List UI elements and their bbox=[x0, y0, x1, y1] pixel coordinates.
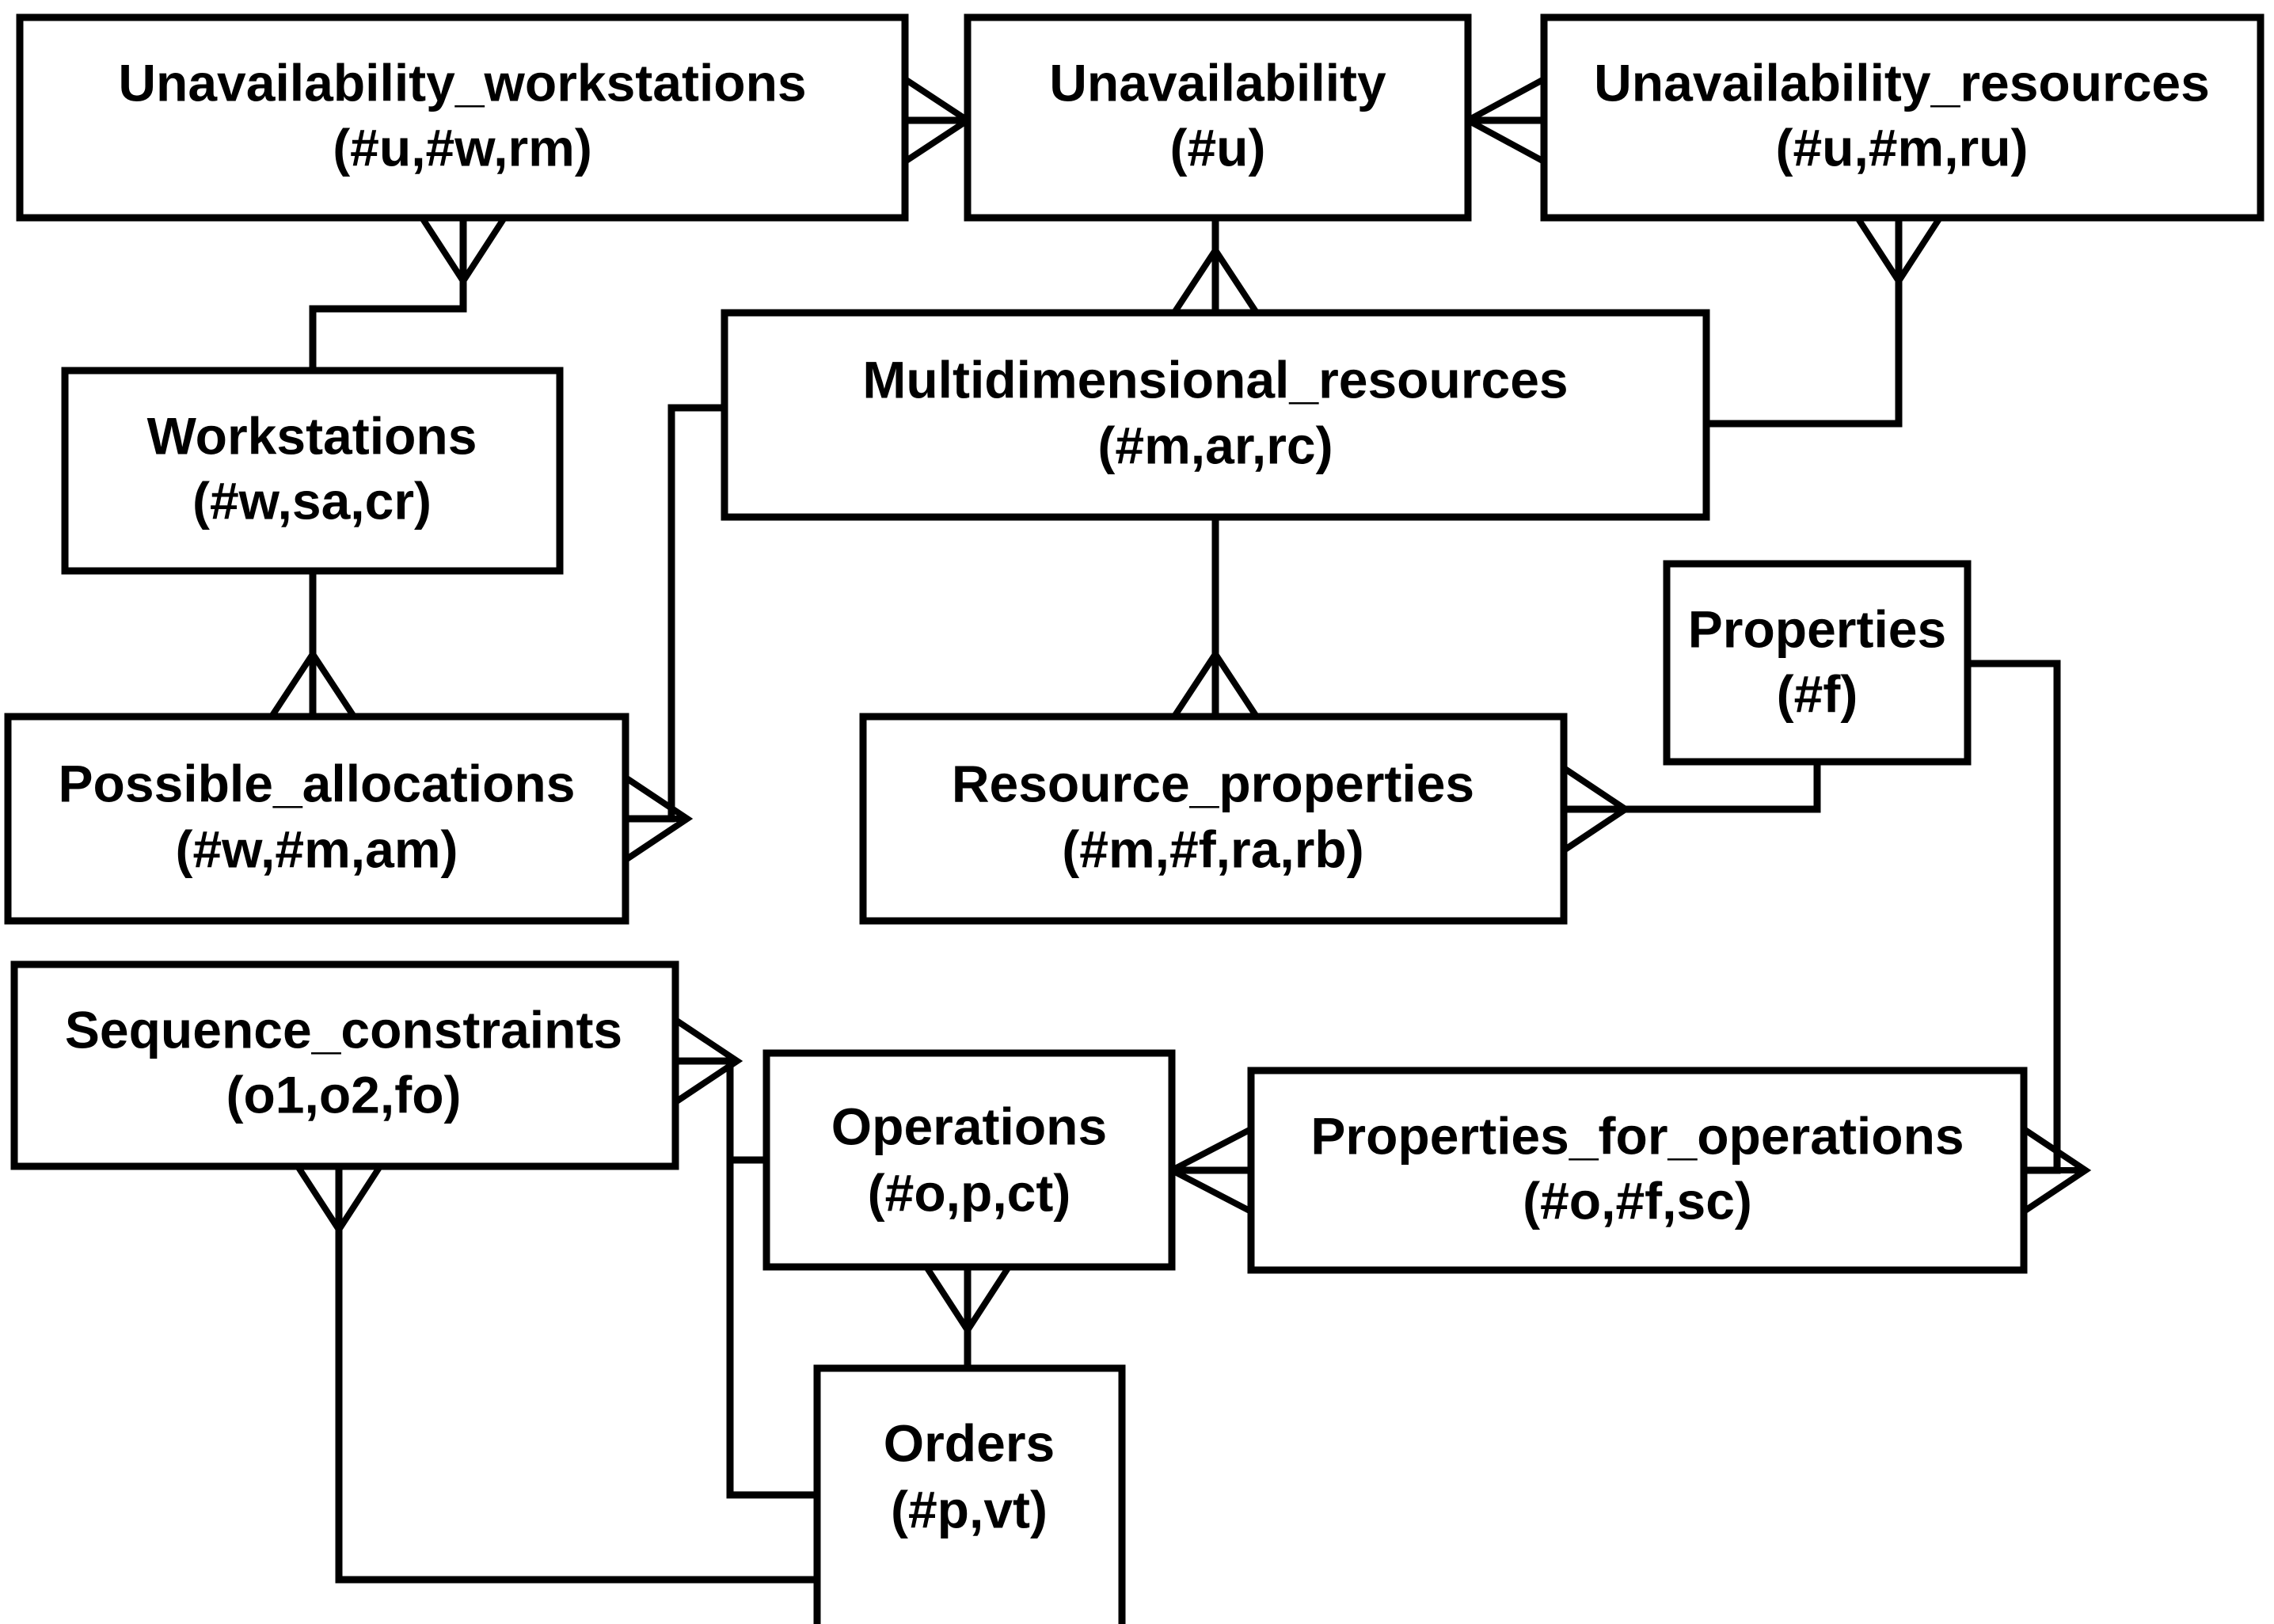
entity-box[interactable] bbox=[721, 309, 1710, 521]
entity-box[interactable] bbox=[61, 367, 564, 575]
crowfoot-operations-to-orders bbox=[923, 1265, 1012, 1337]
entity-properties-for-operations[interactable]: Properties_for_operations (#o,#f,sc) bbox=[1247, 1067, 2028, 1274]
entity-title: Workstations bbox=[147, 406, 477, 465]
entity-title: Unavailability_resources bbox=[1594, 53, 2210, 112]
entity-box[interactable] bbox=[4, 713, 629, 925]
crowfoot-mr-to-u bbox=[1171, 244, 1260, 315]
connector-ur-to-mr bbox=[1706, 218, 1903, 428]
entity-box[interactable] bbox=[1540, 13, 2264, 222]
entity-attributes: (#o,#f,sc) bbox=[1523, 1171, 1752, 1230]
crowfoot-sc-to-operations bbox=[673, 1017, 743, 1105]
entity-title: Properties_for_operations bbox=[1310, 1106, 1964, 1165]
entity-title: Sequence_constraints bbox=[65, 1000, 622, 1059]
connector-pa-to-mr bbox=[626, 404, 724, 823]
entity-unavailability-resources[interactable]: Unavailability_resources (#u,#m,ru) bbox=[1540, 13, 2264, 222]
entity-title: Properties bbox=[1688, 599, 1946, 658]
entity-workstations[interactable]: Workstations (#w,sa,cr) bbox=[61, 367, 564, 575]
crowfoot-uw-to-workstations bbox=[419, 215, 508, 287]
entity-attributes: (#u,#m,ru) bbox=[1775, 118, 2028, 177]
entity-title: Resource_properties bbox=[952, 754, 1474, 812]
connectors-layer bbox=[268, 76, 2092, 1624]
entity-attributes: (#o,p,ct) bbox=[868, 1163, 1071, 1222]
entity-box[interactable] bbox=[859, 713, 1568, 925]
entity-unavailability-workstations[interactable]: Unavailability_workstations (#u,#w,rm) bbox=[16, 13, 909, 222]
entity-box[interactable] bbox=[1247, 1067, 2028, 1274]
entity-box[interactable] bbox=[813, 1364, 1126, 1624]
entity-sequence-constraints[interactable]: Sequence_constraints (o1,o2,fo) bbox=[10, 960, 679, 1170]
entity-attributes: (#w,sa,cr) bbox=[192, 471, 432, 530]
connector-operations-left-to-orders bbox=[726, 1160, 817, 1499]
entity-operations[interactable]: Operations (#o,p,ct) bbox=[762, 1049, 1176, 1271]
entity-box[interactable] bbox=[10, 960, 679, 1170]
entity-attributes: (#f) bbox=[1777, 664, 1858, 723]
entity-resource-properties[interactable]: Resource_properties (#m,#f,ra,rb) bbox=[859, 713, 1568, 925]
entity-attributes: (#m,ar,rc) bbox=[1097, 416, 1333, 474]
entity-title: Multidimensional_resources bbox=[862, 350, 1568, 409]
crowfoot-pfo-to-operations bbox=[1165, 1126, 1253, 1215]
entity-attributes: (#m,#f,ra,rb) bbox=[1062, 820, 1363, 878]
crowfoot-ur-to-u bbox=[1461, 76, 1546, 165]
entity-unavailability[interactable]: Unavailability (#u) bbox=[964, 13, 1472, 222]
entity-title: Orders bbox=[884, 1413, 1055, 1472]
entity-attributes: (#w,#m,am) bbox=[175, 820, 458, 878]
entity-possible-allocations[interactable]: Possible_allocations (#w,#m,am) bbox=[4, 713, 629, 925]
entity-attributes: (#p,vt) bbox=[891, 1480, 1048, 1538]
crowfoot-rp-to-properties bbox=[1561, 765, 1632, 854]
entity-attributes: (#u,#w,rm) bbox=[333, 118, 592, 177]
connector-sc-to-operations bbox=[675, 1057, 766, 1164]
entity-box[interactable] bbox=[16, 13, 909, 222]
entity-title: Unavailability bbox=[1049, 53, 1386, 112]
entity-box[interactable] bbox=[762, 1049, 1176, 1271]
crowfoot-ur-to-mr bbox=[1854, 215, 1943, 287]
entity-title: Operations bbox=[831, 1097, 1107, 1155]
connector-rp-to-properties bbox=[1564, 762, 1821, 813]
entity-properties[interactable]: Properties (#f) bbox=[1663, 560, 1972, 766]
entity-box[interactable] bbox=[1663, 560, 1972, 766]
crowfoot-pa-to-mr bbox=[623, 774, 694, 863]
entity-title: Possible_allocations bbox=[59, 754, 576, 812]
entity-title: Unavailability_workstations bbox=[118, 53, 806, 112]
entity-multidimensional-resources[interactable]: Multidimensional_resources (#m,ar,rc) bbox=[721, 309, 1710, 521]
crowfoot-uw-to-u bbox=[903, 76, 974, 165]
entity-attributes: (#u) bbox=[1170, 118, 1266, 177]
crowfoot-sc-to-orders bbox=[295, 1164, 383, 1236]
crowfoot-mr-to-rp bbox=[1171, 648, 1260, 719]
entity-attributes: (o1,o2,fo) bbox=[226, 1065, 462, 1124]
entity-orders[interactable]: Orders (#p,vt) bbox=[813, 1364, 1126, 1624]
crowfoot-properties-to-pfo bbox=[2021, 1126, 2092, 1215]
crowfoot-workstations-to-pa bbox=[268, 648, 357, 719]
entity-box[interactable] bbox=[964, 13, 1472, 222]
